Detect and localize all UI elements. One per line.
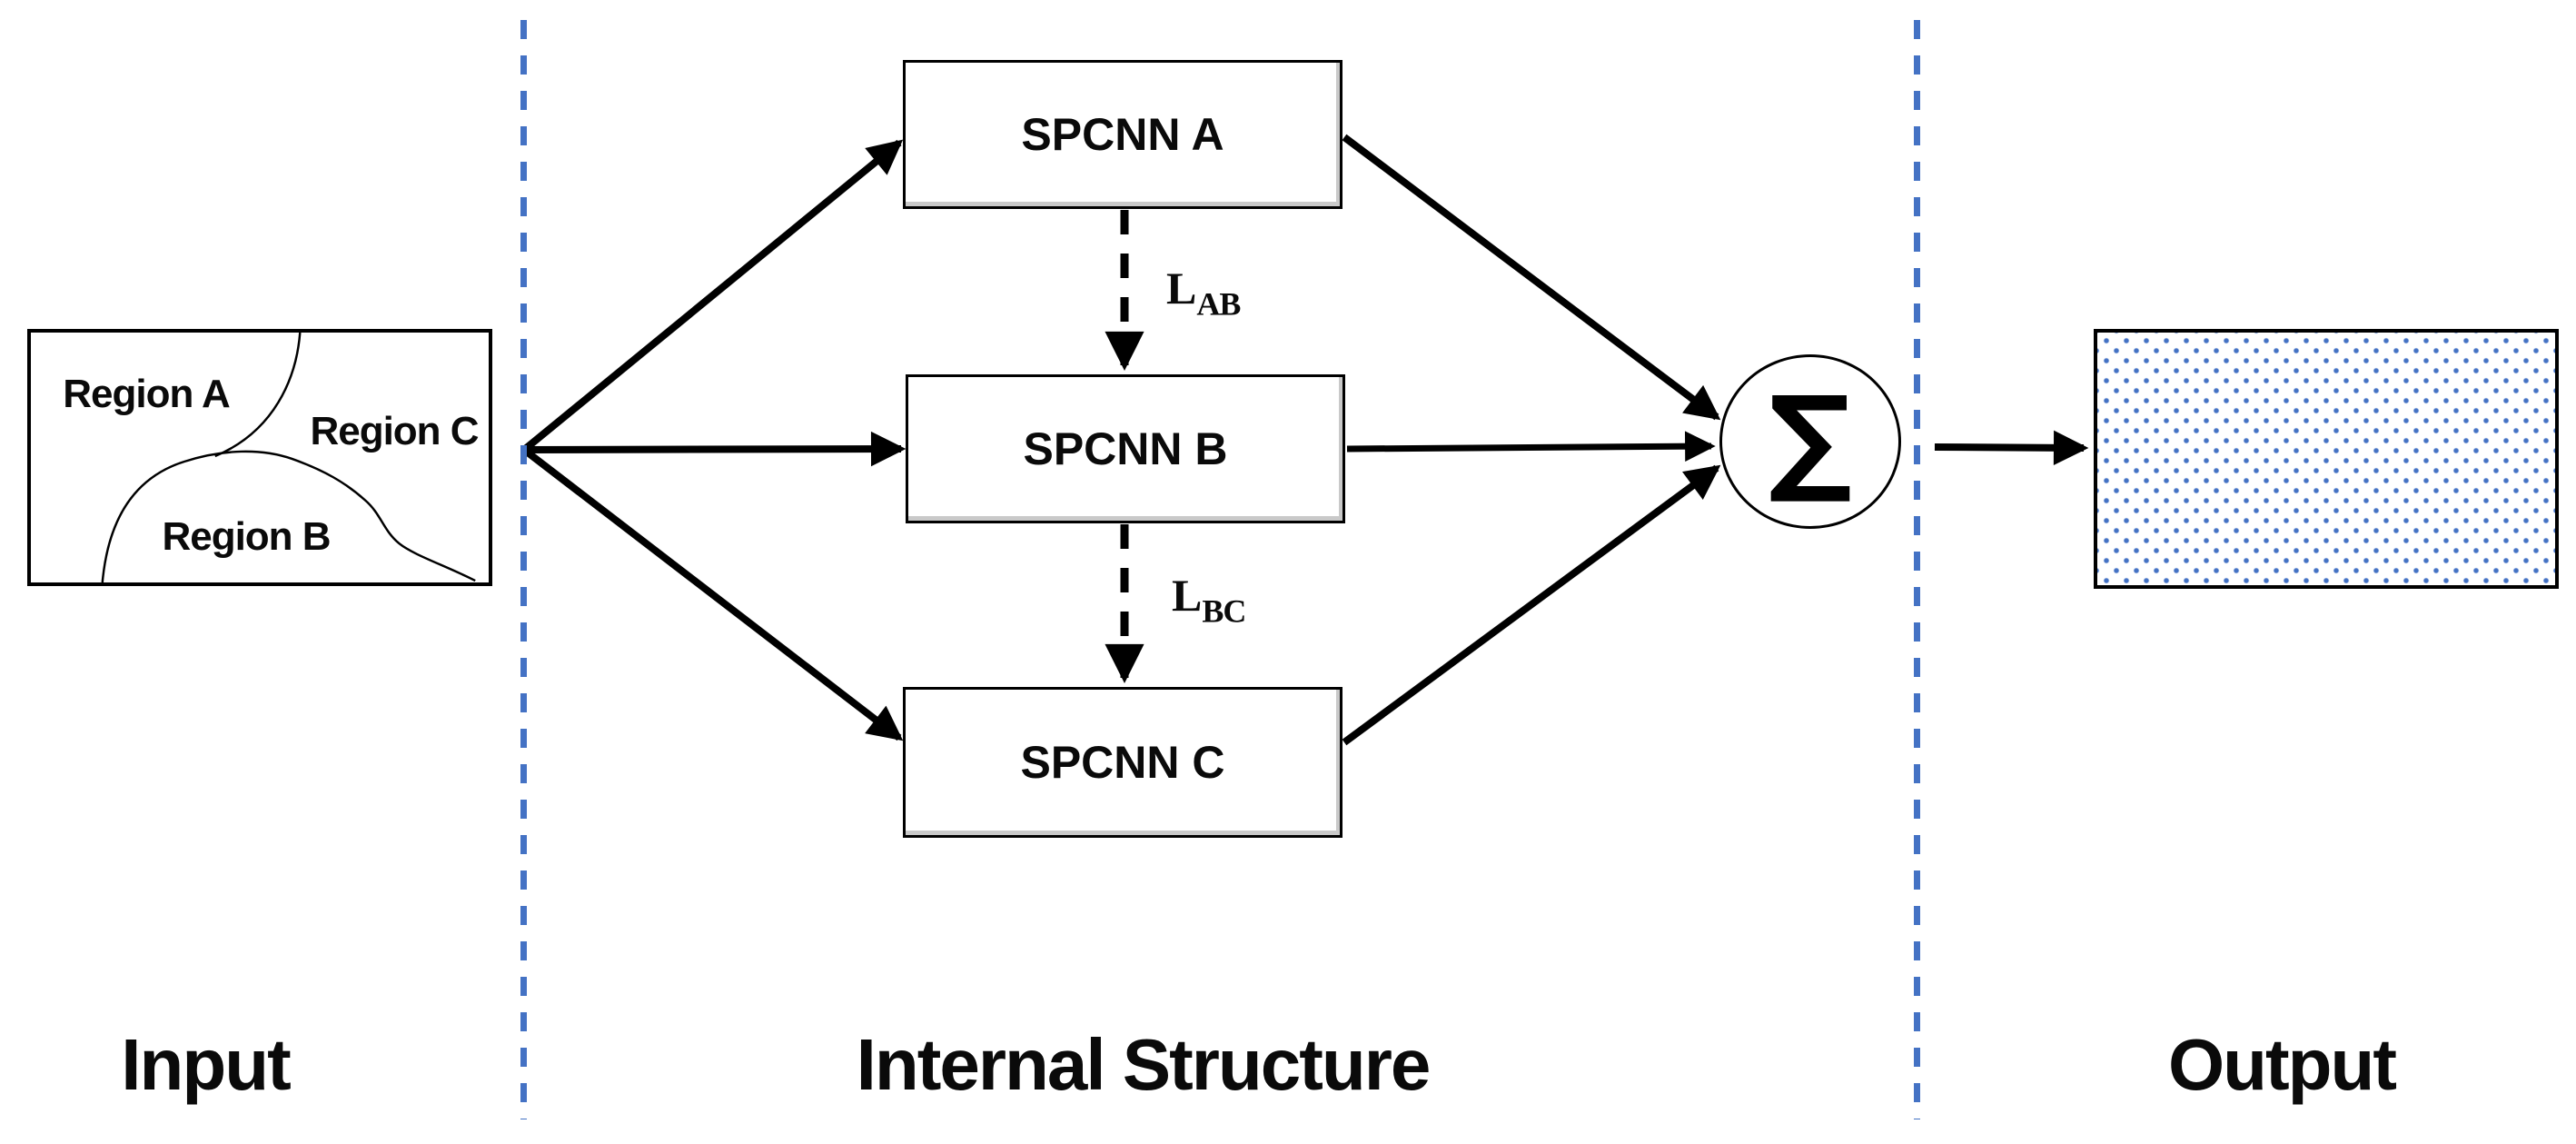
region-boundary-curves: [101, 333, 476, 582]
spcnn-c-label: SPCNN C: [1020, 737, 1225, 788]
section-label-internal-structure: Internal Structure: [856, 1024, 1432, 1105]
region-a-label: Region A: [63, 372, 230, 416]
arrow-spcnn-b-to-sum: [1346, 431, 1716, 463]
spcnn-b-node: SPCNN B: [906, 374, 1345, 523]
loss-bc-subscript: BC: [1202, 592, 1246, 630]
spcnn-b-label: SPCNN B: [1023, 423, 1228, 474]
arrow-input-to-spcnn-c: [521, 446, 904, 741]
output-image-box: [2094, 329, 2559, 589]
section-divider-internal-output: [1914, 20, 1920, 1119]
arrow-input-to-spcnn-b: [523, 431, 907, 467]
section-divider-input-internal: [520, 20, 527, 1119]
arrow-spcnn-a-to-sum: [1342, 134, 1721, 421]
region-c-label: Region C: [310, 409, 479, 453]
loss-bc-label: LBC: [1172, 570, 1246, 630]
loss-ab-base: L: [1166, 263, 1197, 313]
input-image-box: Region A Region C Region B: [27, 329, 492, 586]
spcnn-a-node: SPCNN A: [903, 60, 1342, 209]
arrow-spcnn-c-to-sum: [1342, 464, 1721, 746]
spcnn-c-node: SPCNN C: [903, 687, 1342, 838]
section-label-input: Input: [121, 1024, 291, 1105]
spcnn-a-label: SPCNN A: [1021, 109, 1224, 160]
region-b-label: Region B: [162, 514, 331, 559]
loss-ab-label: LAB: [1166, 263, 1241, 323]
loss-bc-base: L: [1172, 570, 1203, 621]
arrow-input-to-spcnn-a: [521, 139, 904, 453]
sum-node: ∑: [1719, 354, 1901, 529]
region-boundary-b: [101, 450, 476, 582]
loss-ab-subscript: AB: [1196, 285, 1241, 323]
arrow-sum-to-output: [1934, 430, 2089, 465]
region-boundary-a-c: [214, 333, 302, 458]
section-label-output: Output: [2167, 1024, 2397, 1105]
sigma-symbol: ∑: [1769, 372, 1852, 507]
